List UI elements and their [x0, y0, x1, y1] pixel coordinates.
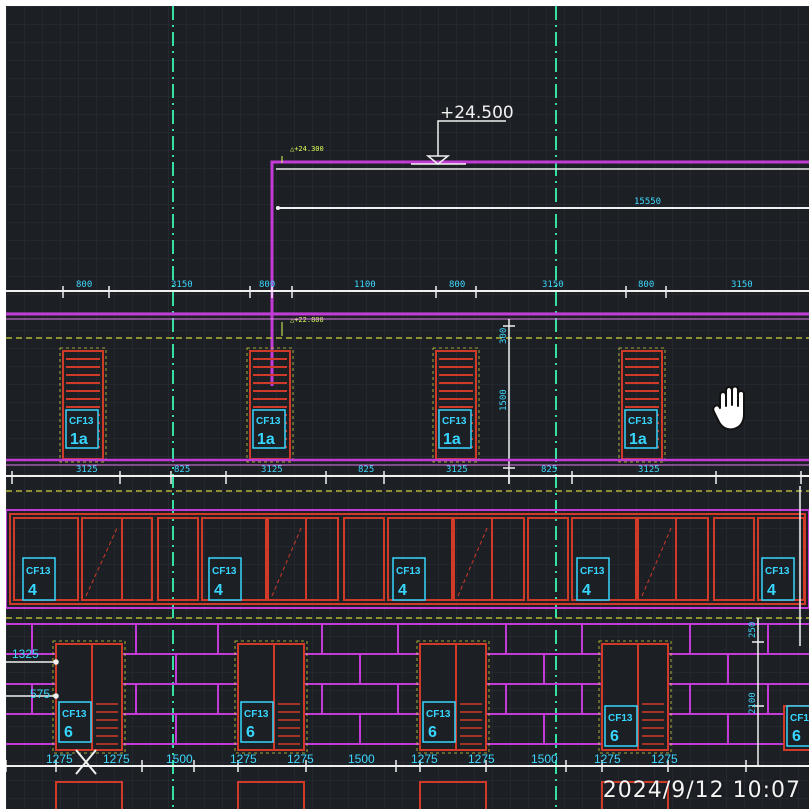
window-tag: CF13 1a [252, 409, 286, 449]
roof-outline [270, 160, 809, 386]
cad-viewport[interactable]: 15550 +24.500 △+24.300 △+22.800 800 3150… [6, 6, 809, 809]
svg-text:4: 4 [214, 582, 223, 599]
svg-text:4: 4 [767, 582, 776, 599]
grid-background [6, 6, 809, 809]
window-tag: CF13 1a [65, 409, 99, 449]
vertical-dim-text: 2100 [748, 692, 758, 714]
dim-text: 825 [174, 465, 190, 475]
vertical-dim-text: 1500 [499, 389, 509, 411]
cad-drawing-canvas[interactable]: 15550 +24.500 △+24.300 △+22.800 800 3150… [6, 6, 809, 809]
parapet-line [270, 160, 809, 386]
dim-text: 1275 [594, 752, 621, 766]
svg-text:6: 6 [792, 728, 801, 745]
dim-text: 800 [76, 280, 92, 290]
svg-text:6: 6 [64, 724, 73, 741]
dim-row-bottom [6, 749, 809, 775]
level-tag: △+24.300 [290, 145, 324, 153]
dim-text: 1500 [166, 752, 193, 766]
svg-text:1a: 1a [443, 431, 461, 448]
svg-text:4: 4 [28, 582, 37, 599]
svg-text:CF13: CF13 [396, 566, 421, 577]
dim-text: 825 [358, 465, 374, 475]
svg-text:1a: 1a [629, 431, 647, 448]
dim-text: 1275 [230, 752, 257, 766]
vertical-dim [503, 319, 515, 484]
dim-text: 800 [638, 280, 654, 290]
svg-text:CF13: CF13 [442, 416, 467, 427]
svg-text:CF13: CF13 [62, 709, 87, 720]
dim-text: 3125 [638, 465, 660, 475]
dim-row-2 [6, 471, 809, 484]
window-tag: CF13 4 [208, 557, 242, 601]
svg-text:CF13: CF13 [608, 713, 633, 724]
dim-text: 3125 [261, 465, 283, 475]
hand-pan-icon [712, 386, 745, 431]
svg-text:CF13: CF13 [212, 566, 237, 577]
dim-text: 3125 [76, 465, 98, 475]
dim-text: 3150 [731, 280, 753, 290]
svg-text:4: 4 [398, 582, 407, 599]
dim-text: 800 [449, 280, 465, 290]
dim-text: 3150 [542, 280, 564, 290]
side-dims [6, 659, 59, 699]
level-tag: △+22.800 [290, 316, 324, 324]
dim-text: 1275 [411, 752, 438, 766]
dim-text: 825 [541, 465, 557, 475]
dim-text: 800 [259, 280, 275, 290]
window-tag: CF13 6 [58, 701, 92, 743]
svg-text:CF13: CF13 [256, 416, 281, 427]
dim-text: 3125 [446, 465, 468, 475]
svg-text:CF13: CF13 [580, 566, 605, 577]
photo-timestamp: 2024/9/12 10:07 [602, 778, 801, 803]
window-tag: CF13 4 [392, 557, 426, 601]
window-tag: CF13 6 [604, 705, 638, 747]
dim-text: 1500 [348, 752, 375, 766]
dim-text: 1275 [468, 752, 495, 766]
dim-text: 1100 [354, 280, 376, 290]
dim-text: 1275 [287, 752, 314, 766]
dim-text: 1275 [651, 752, 678, 766]
vertical-dim-text: 250 [748, 622, 758, 638]
right-vertical-dims [752, 486, 801, 766]
dim-text: 3150 [171, 280, 193, 290]
svg-text:4: 4 [582, 582, 591, 599]
side-dim-text: 1325 [12, 647, 39, 661]
svg-text:CF13: CF13 [244, 709, 269, 720]
svg-text:6: 6 [610, 728, 619, 745]
svg-text:CF13: CF13 [628, 416, 653, 427]
window-tag: CF13 1a [624, 409, 658, 449]
window-tag: CF13 6 [422, 701, 456, 743]
svg-text:CF13: CF13 [69, 416, 94, 427]
overall-dim-text: 15550 [634, 197, 661, 207]
window-tag: CF13 4 [22, 557, 56, 601]
top-elevation-text: +24.500 [440, 103, 514, 123]
svg-text:6: 6 [428, 724, 437, 741]
svg-text:CF13: CF13 [426, 709, 451, 720]
dim-text: 1275 [103, 752, 130, 766]
cropped-windows [55, 781, 669, 809]
svg-text:CF13: CF13 [765, 566, 790, 577]
window-tag: CF13 4 [576, 557, 610, 601]
axis-lines [172, 6, 557, 809]
dim-text: 1275 [46, 752, 73, 766]
elevation-marker [411, 120, 506, 165]
window-tag: CF13 4 [761, 557, 795, 601]
svg-text:6: 6 [246, 724, 255, 741]
window-tag: CF13 6 [786, 705, 809, 747]
svg-text:1a: 1a [257, 431, 275, 448]
svg-text:CF13: CF13 [790, 713, 809, 724]
vertical-dim-text: 300 [499, 328, 509, 344]
side-dim-text: 575 [30, 687, 50, 701]
svg-text:1a: 1a [70, 431, 88, 448]
dim-text: 1500 [531, 752, 558, 766]
dim-row-1 [6, 286, 809, 298]
tall-window [598, 640, 672, 754]
svg-text:CF13: CF13 [26, 566, 51, 577]
window-tag: CF13 6 [240, 701, 274, 743]
window-tag: CF13 1a [438, 409, 472, 449]
